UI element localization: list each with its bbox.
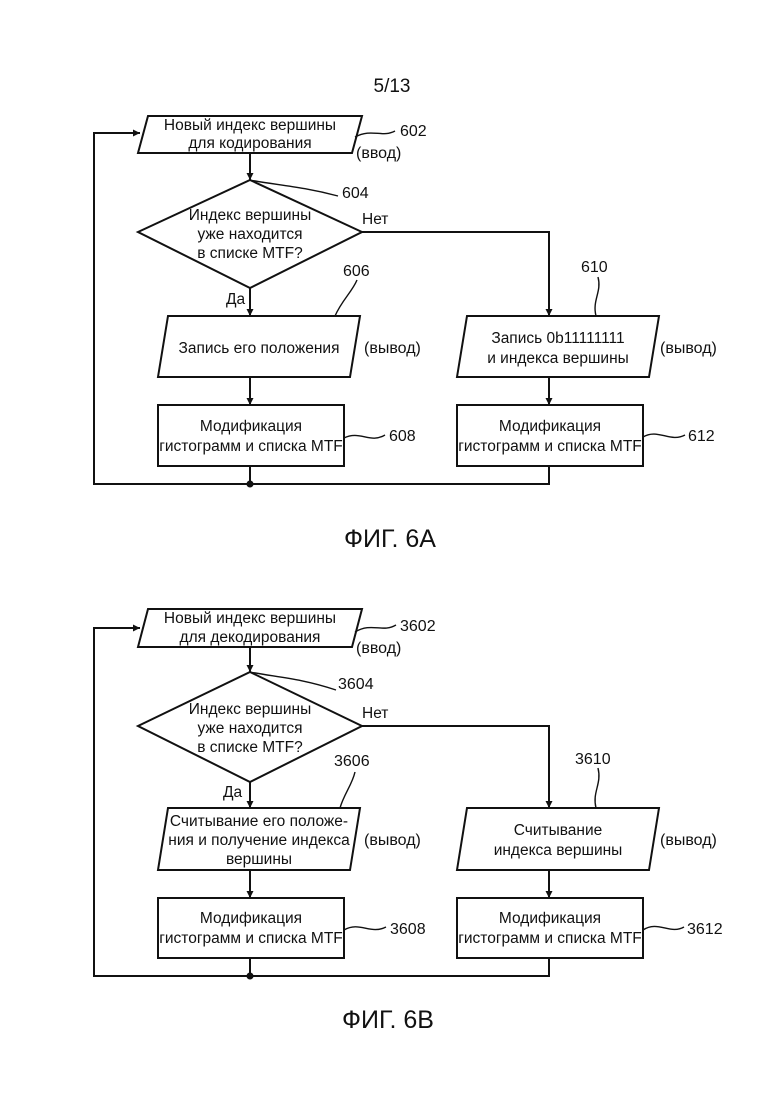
- decision-label-line2: уже находится: [197, 720, 302, 737]
- out-left-label-line2: ния и получение индекса: [168, 832, 350, 849]
- leader-proc-left-ref: [344, 435, 385, 438]
- leader-start-ref: [355, 625, 396, 632]
- start-io-label: (ввод): [356, 640, 401, 657]
- leader-proc-right-ref: [643, 926, 684, 930]
- decision-ref-number: 604: [342, 185, 369, 202]
- start-ref-number: 602: [400, 123, 427, 140]
- figure-6b-caption: ФИГ. 6В: [342, 1006, 434, 1034]
- process-right-box: [457, 898, 643, 958]
- yes-label: Да: [223, 784, 242, 801]
- proc-right-label-line2: гистограмм и списка MTF: [458, 930, 642, 947]
- decision-label-line3: в списке MTF?: [197, 245, 303, 262]
- decision-label-line1: Индекс вершины: [189, 701, 311, 718]
- out-left-label: Запись его положения: [179, 340, 340, 357]
- arrow-no: [362, 726, 549, 808]
- yes-label: Да: [226, 291, 245, 308]
- junction-dot: [247, 973, 254, 980]
- start-label-line1: Новый индекс вершины: [164, 117, 336, 134]
- proc-left-label-line1: Модификация: [200, 418, 302, 435]
- proc-left-label-line2: гистограмм и списка MTF: [159, 930, 343, 947]
- start-label-line2: для кодирования: [188, 135, 311, 152]
- leader-out-left-ref: [340, 772, 355, 808]
- leader-proc-right-ref: [643, 434, 685, 437]
- decision-label-line1: Индекс вершины: [189, 207, 311, 224]
- start-label-line1: Новый индекс вершины: [164, 610, 336, 627]
- process-left-box: [158, 405, 344, 466]
- no-label: Нет: [362, 705, 388, 722]
- figure-6b: Новый индекс вершины для декодирования (…: [94, 609, 723, 1034]
- out-right-ref-number: 610: [581, 259, 608, 276]
- proc-right-label-line1: Модификация: [499, 418, 601, 435]
- proc-left-ref-number: 3608: [390, 921, 426, 938]
- junction-dot: [247, 481, 254, 488]
- out-left-label-line3: вершины: [226, 851, 292, 868]
- out-right-label-line1: Считывание: [514, 822, 603, 839]
- proc-left-label-line1: Модификация: [200, 910, 302, 927]
- decision-label-line3: в списке MTF?: [197, 739, 303, 756]
- decision-label-line2: уже находится: [197, 226, 302, 243]
- proc-left-ref-number: 608: [389, 428, 416, 445]
- start-label-line2: для декодирования: [180, 629, 321, 646]
- out-right-label-line2: и индекса вершины: [487, 350, 629, 367]
- decision-ref-number: 3604: [338, 676, 374, 693]
- leader-out-left-ref: [335, 280, 357, 316]
- leader-out-right-ref: [595, 768, 599, 808]
- out-left-io-label: (вывод): [364, 832, 421, 849]
- leader-proc-left-ref: [344, 927, 386, 930]
- out-left-io-label: (вывод): [364, 340, 421, 357]
- out-right-io-label: (вывод): [660, 340, 717, 357]
- start-ref-number: 3602: [400, 618, 436, 635]
- out-right-ref-number: 3610: [575, 751, 611, 768]
- out-right-label-line2: индекса вершины: [494, 842, 623, 859]
- proc-right-label-line2: гистограмм и списка MTF: [458, 438, 642, 455]
- figure-6a: Новый индекс вершины для кодирования (вв…: [94, 116, 717, 553]
- no-label: Нет: [362, 211, 388, 228]
- proc-left-label-line2: гистограмм и списка MTF: [159, 438, 343, 455]
- out-left-label-line1: Считывание его положе-: [170, 813, 348, 830]
- out-left-ref-number: 3606: [334, 753, 370, 770]
- arrow-no: [362, 232, 549, 316]
- process-right-box: [457, 405, 643, 466]
- figure-6a-caption: ФИГ. 6А: [344, 525, 436, 553]
- output-right-parallelogram: [457, 808, 659, 870]
- leader-out-right-ref: [595, 277, 599, 316]
- page-number: 5/13: [374, 76, 411, 97]
- out-right-label-line1: Запись 0b11111111: [491, 330, 624, 347]
- proc-right-ref-number: 3612: [687, 921, 723, 938]
- out-left-ref-number: 606: [343, 263, 370, 280]
- start-io-label: (ввод): [356, 145, 401, 162]
- proc-right-label-line1: Модификация: [499, 910, 601, 927]
- out-right-io-label: (вывод): [660, 832, 717, 849]
- process-left-box: [158, 898, 344, 958]
- leader-start-ref: [355, 131, 395, 137]
- proc-right-ref-number: 612: [688, 428, 715, 445]
